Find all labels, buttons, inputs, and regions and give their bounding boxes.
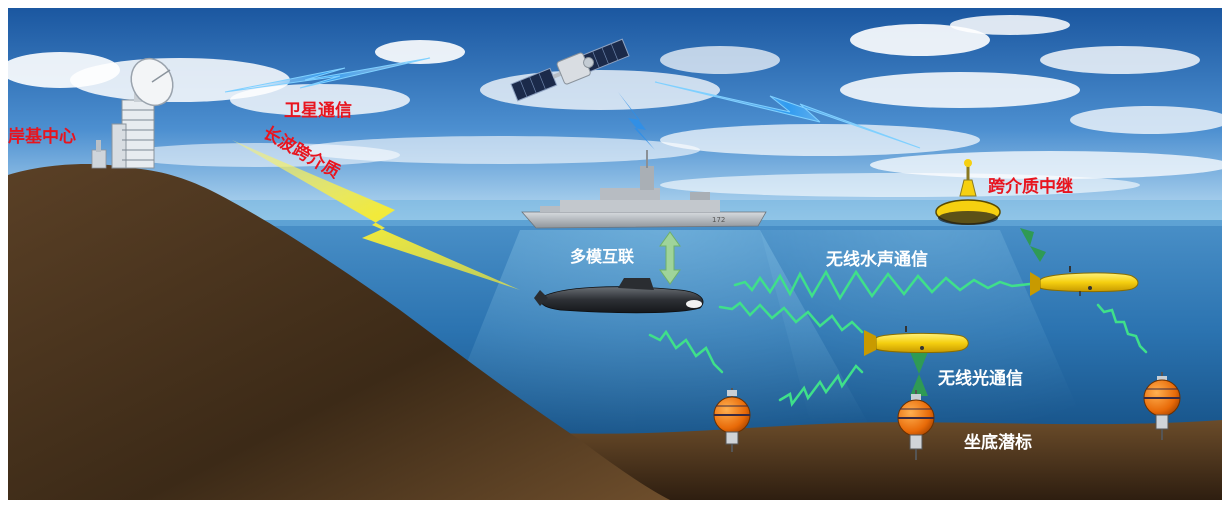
label-satellite-comm: 卫星通信 — [284, 100, 352, 121]
ship-hull-number: 172 — [712, 216, 725, 224]
seabed-buoy-icon — [1143, 372, 1181, 440]
satellite-link-ship — [618, 92, 655, 150]
optical-beam-auv — [910, 352, 928, 396]
label-wireless-optical-comm: 无线光通信 — [937, 368, 1023, 389]
label-wireless-acoustic-comm: 无线水声通信 — [825, 249, 928, 270]
label-multimode-interconnect: 多模互联 — [570, 247, 634, 266]
label-seabed-buoy: 坐底潜标 — [964, 432, 1032, 453]
clouds — [0, 15, 1230, 197]
bidirectional-arrow-icon — [659, 231, 681, 285]
label-cross-medium-relay: 跨介质中继 — [988, 176, 1073, 197]
satellite-link-shore — [224, 57, 431, 93]
seabed-buoy-icon — [713, 388, 751, 452]
surface-buoy-icon — [935, 159, 1001, 225]
radar-tower-icon — [91, 57, 174, 169]
longwave-link — [232, 140, 520, 290]
optical-beam-relay — [1020, 228, 1046, 262]
shore-mountain — [8, 164, 670, 500]
label-shore-center: 岸基中心 — [8, 126, 76, 147]
auv-icon — [1030, 266, 1139, 296]
satellite-icon — [510, 38, 630, 102]
acoustic-waves — [648, 269, 1148, 407]
seabed-buoy-icon — [897, 390, 935, 460]
submarine-icon — [534, 278, 704, 314]
satellite-link-relay — [654, 81, 921, 149]
auv-icon — [864, 326, 969, 356]
destroyer-icon: 172 — [521, 150, 767, 229]
